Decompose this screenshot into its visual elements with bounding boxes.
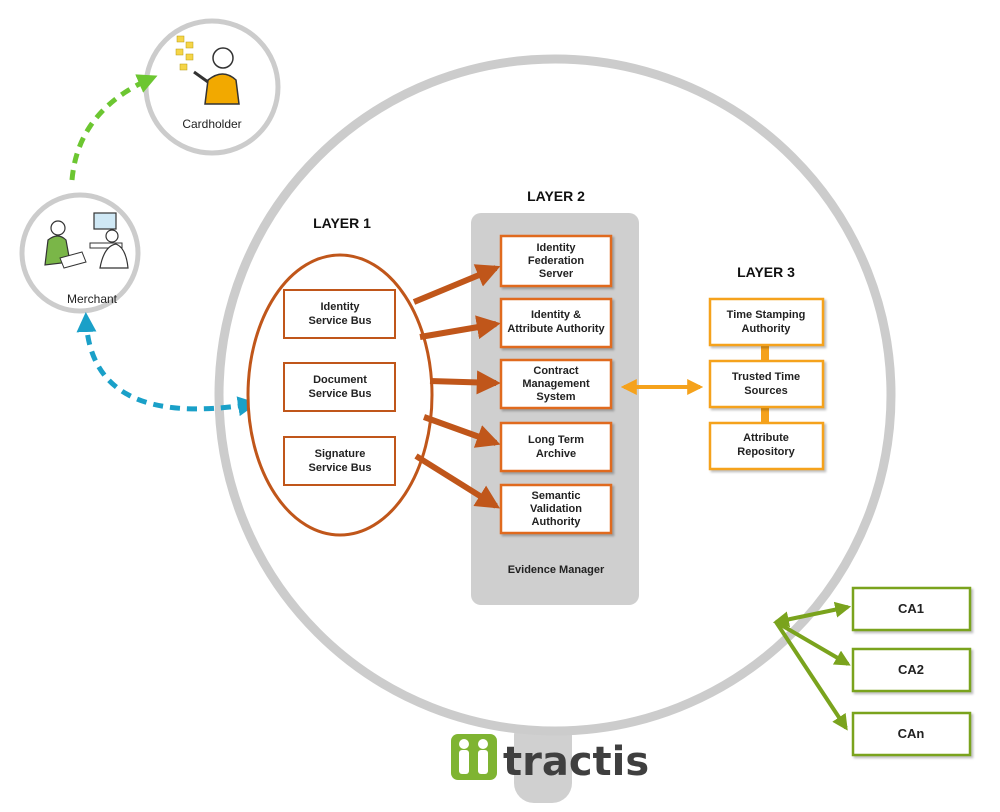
layer1-item-identity-service-bus: Identity Service Bus: [283, 289, 396, 339]
layer3-item-line: Authority: [742, 323, 792, 335]
layer3-item-line: Time Stamping: [727, 309, 806, 321]
tractis-wordmark: tractis: [503, 739, 649, 785]
layer1-group: LAYER 1 Identity Service Bus Document Se…: [246, 215, 434, 537]
arrow-to-contract-management: [429, 370, 501, 395]
layer2-item-contract-management-system: Contract Management System: [499, 358, 613, 410]
layer2-item-line: Archive: [536, 448, 576, 460]
layer3-connector: [761, 340, 769, 370]
layer2-item-line: Identity: [536, 242, 576, 254]
layer1-item-document-service-bus: Document Service Bus: [283, 362, 396, 412]
arrow-to-long-term-archive: [422, 414, 501, 448]
layer1-item-line: Signature: [315, 448, 366, 460]
cardholder-node: Cardholder: [143, 18, 281, 156]
layer3-item-trusted-time-sources: Trusted Time Sources: [708, 359, 825, 409]
layer2-item-line: Authority: [532, 516, 582, 528]
layer1-merchant-arrow: [76, 312, 258, 417]
layer2-item-line: Validation: [530, 503, 582, 515]
merchant-to-cardholder-arrow: [69, 74, 158, 181]
layer2-title: LAYER 2: [527, 188, 585, 204]
layer1-item-line: Service Bus: [309, 315, 372, 327]
arrow-to-semantic-validation: [414, 453, 501, 509]
cardholder-person-icon: [175, 35, 240, 105]
layer2-item-line: Long Term: [528, 434, 584, 446]
layer1-item-line: Identity: [320, 301, 360, 313]
merchant-label: Merchant: [67, 292, 118, 306]
layer2-item-line: Contract: [533, 365, 579, 377]
layer1-title: LAYER 1: [313, 215, 371, 231]
layer1-item-line: Service Bus: [309, 388, 372, 400]
tractis-logo: tractis: [451, 734, 649, 785]
layer3-item-time-stamping-authority: Time Stamping Authority: [708, 297, 825, 347]
merchant-node: Merchant: [19, 192, 141, 314]
ca-label: CAn: [898, 726, 925, 741]
layer3-connector: [761, 400, 769, 430]
layer2-item-long-term-archive: Long Term Archive: [499, 421, 613, 473]
layer1-item-line: Service Bus: [309, 462, 372, 474]
layer3-item-line: Attribute: [743, 432, 789, 444]
cardholder-label: Cardholder: [182, 117, 241, 131]
layer2-item-line: Management: [522, 378, 590, 390]
layer2-item-line: System: [536, 391, 575, 403]
ca-box-ca1: CA1: [851, 586, 972, 632]
layer2-item-identity-federation-server: Identity Federation Server: [499, 234, 613, 288]
layer2-item-line: Federation: [528, 255, 585, 267]
ca-arrows: [772, 601, 852, 731]
evidence-manager-label: Evidence Manager: [508, 564, 605, 576]
tractis-mark-icon: [451, 734, 497, 780]
merchant-icon: [44, 212, 129, 269]
layer3-item-line: Sources: [744, 385, 787, 397]
layer1-item-line: Document: [313, 374, 367, 386]
ca-label: CA1: [898, 601, 924, 616]
layer2-item-line: Attribute Authority: [507, 323, 605, 335]
layer2-item-line: Semantic: [532, 490, 581, 502]
layer3-title: LAYER 3: [737, 264, 795, 280]
layer3-item-attribute-repository: Attribute Repository: [708, 421, 825, 471]
arrow-to-identity-attribute: [419, 315, 501, 340]
layer2-item-line: Server: [539, 268, 574, 280]
layer2-item-identity-attribute-authority: Identity & Attribute Authority: [499, 297, 613, 349]
arrow-to-identity-federation: [412, 264, 501, 305]
layer3-item-line: Repository: [737, 446, 795, 458]
arrow-to-ca2: [774, 620, 851, 666]
layer1-to-layer2-arrows: [412, 264, 501, 509]
ca-box-ca2: CA2: [851, 647, 972, 693]
arrow-to-ca1: [772, 601, 852, 628]
layer1-item-signature-service-bus: Signature Service Bus: [283, 436, 396, 486]
layer3-item-line: Trusted Time: [732, 371, 800, 383]
ca-box-can: CAn: [851, 711, 972, 757]
layer3-group: LAYER 3 Time Stamping Authority Trusted …: [708, 264, 825, 471]
layer2-item-line: Identity &: [531, 309, 581, 321]
arrow-to-can: [774, 620, 848, 731]
ca-label: CA2: [898, 662, 924, 677]
layer2-item-semantic-validation-authority: Semantic Validation Authority: [499, 483, 613, 535]
